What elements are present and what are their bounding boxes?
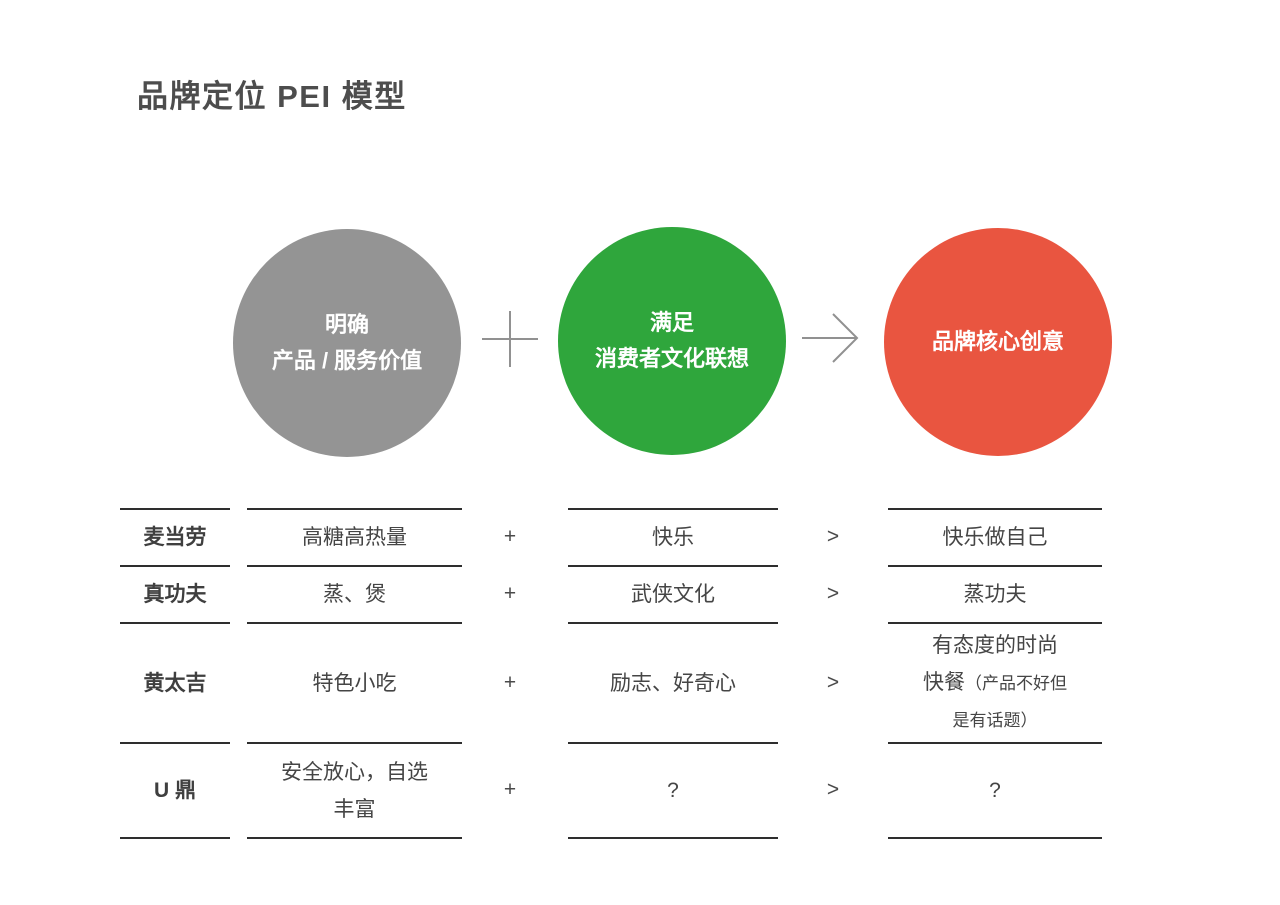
brand-cell-uding: U 鼎 — [120, 742, 230, 837]
step2-label-line1: 满足 — [649, 310, 694, 335]
plus-connector-icon — [482, 311, 538, 367]
culture-cell: ? — [568, 742, 778, 837]
culture-cell: 快乐 — [568, 508, 778, 565]
plus-separator: + — [490, 565, 530, 622]
step3-circle-brand-core-idea: 品牌核心创意 — [884, 228, 1112, 456]
value-text: 蒸、煲 — [323, 583, 386, 606]
step3-label-line1: 品牌核心创意 — [931, 329, 1064, 354]
step2-circle-cultural-association: 满足 消费者文化联想 — [558, 227, 786, 455]
greater-sign: > — [826, 778, 840, 801]
idea-text: 蒸功夫 — [963, 583, 1027, 606]
step1-label-line2: 产品 / 服务价值 — [271, 348, 423, 373]
greater-sign: > — [826, 525, 840, 548]
arrow-right-icon — [801, 311, 861, 365]
plus-separator: + — [490, 742, 530, 837]
step1-label-line1: 明确 — [324, 312, 369, 337]
greater-separator: > — [813, 565, 853, 622]
table-column-culture: 快乐 武侠文化 励志、好奇心 ? — [568, 508, 778, 839]
step1-circle-label: 明确 产品 / 服务价值 — [272, 307, 422, 379]
value-cell: 特色小吃 — [247, 622, 462, 742]
culture-text: ? — [667, 779, 679, 802]
idea-text-line2: 快餐（产品不好但 — [923, 664, 1067, 702]
idea-text-line2-big: 快餐 — [923, 671, 965, 694]
value-cell: 高糖高热量 — [247, 508, 462, 565]
plus-separator: + — [490, 508, 530, 565]
greater-separator: > — [813, 622, 853, 742]
greater-sign: > — [826, 670, 840, 694]
table-column-brand: 麦当劳 真功夫 黄太吉 U 鼎 — [120, 508, 230, 839]
value-text-line2: 丰富 — [333, 797, 376, 821]
greater-separator: > — [813, 508, 853, 565]
culture-cell: 武侠文化 — [568, 565, 778, 622]
idea-text-line2-small: （产品不好但 — [965, 674, 1067, 693]
greater-separator: > — [813, 742, 853, 837]
culture-text: 励志、好奇心 — [610, 671, 736, 695]
brand-cell-zhengongfu: 真功夫 — [120, 565, 230, 622]
page-title: 品牌定位 PEI 模型 — [137, 79, 407, 114]
value-text-line1: 安全放心，自选 — [281, 760, 428, 784]
table-column-greater-separator: > > > > — [813, 508, 853, 837]
culture-cell: 励志、好奇心 — [568, 622, 778, 742]
brand-cell-huangtaiji: 黄太吉 — [120, 622, 230, 742]
idea-text: ? — [989, 779, 1001, 802]
idea-text-line1: 有态度的时尚 — [932, 634, 1058, 657]
value-cell: 安全放心，自选 丰富 — [247, 742, 462, 837]
greater-sign: > — [826, 582, 840, 605]
idea-cell: 有态度的时尚 快餐（产品不好但 是有话题） — [888, 622, 1102, 742]
step1-circle-product-value: 明确 产品 / 服务价值 — [233, 229, 461, 457]
value-cell: 蒸、煲 — [247, 565, 462, 622]
idea-cell: ? — [888, 742, 1102, 837]
plus-sign: + — [503, 525, 517, 548]
value-text: 高糖高热量 — [302, 526, 407, 549]
plus-sign: + — [503, 778, 517, 801]
step2-label-line2: 消费者文化联想 — [594, 346, 749, 371]
value-text: 特色小吃 — [312, 671, 397, 695]
brand-label: 真功夫 — [143, 583, 207, 606]
idea-cell: 快乐做自己 — [888, 508, 1102, 565]
culture-text: 武侠文化 — [631, 583, 715, 606]
plus-sign: + — [503, 582, 517, 605]
brand-label: U 鼎 — [154, 779, 196, 802]
step3-circle-label: 品牌核心创意 — [932, 324, 1064, 360]
table-column-product-value: 高糖高热量 蒸、煲 特色小吃 安全放心，自选 丰富 — [247, 508, 462, 839]
brand-cell-mcdonalds: 麦当劳 — [120, 508, 230, 565]
plus-sign: + — [503, 670, 517, 694]
idea-text: 快乐做自己 — [942, 526, 1048, 549]
table-column-core-idea: 快乐做自己 蒸功夫 有态度的时尚 快餐（产品不好但 是有话题） ? — [888, 508, 1102, 839]
table-column-plus-separator: + + + + — [490, 508, 530, 837]
idea-text-line3: 是有话题） — [952, 711, 1038, 730]
idea-cell: 蒸功夫 — [888, 565, 1102, 622]
brand-label: 黄太吉 — [143, 671, 207, 695]
plus-separator: + — [490, 622, 530, 742]
culture-text: 快乐 — [652, 526, 694, 549]
brand-label: 麦当劳 — [143, 526, 207, 549]
step2-circle-label: 满足 消费者文化联想 — [595, 305, 749, 377]
